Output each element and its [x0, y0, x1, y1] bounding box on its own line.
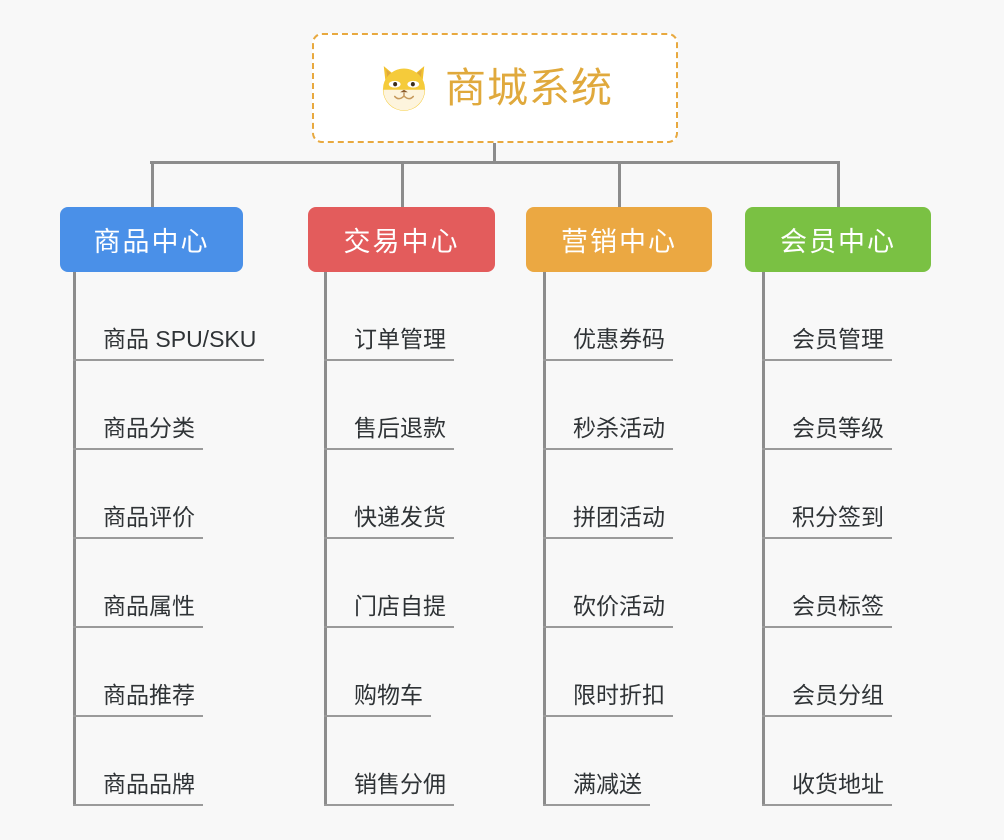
- connector-root-stem: [493, 143, 496, 164]
- leaf-item-label: 会员等级: [762, 416, 892, 450]
- leaf-item[interactable]: 商品推荐: [73, 628, 203, 717]
- leaf-item-label: 会员分组: [762, 683, 892, 717]
- leaf-item[interactable]: 积分签到: [762, 450, 892, 539]
- leaf-item[interactable]: 会员分组: [762, 628, 892, 717]
- connector-horizontal-bus: [150, 161, 838, 164]
- leaf-item[interactable]: 商品 SPU/SKU: [73, 272, 265, 361]
- leaf-item[interactable]: 会员标签: [762, 539, 892, 628]
- leaf-item-label: 门店自提: [324, 594, 454, 628]
- leaf-item[interactable]: 商品品牌: [73, 717, 203, 806]
- leaf-item-label: 砍价活动: [543, 594, 673, 628]
- category-label: 商品中心: [93, 227, 210, 257]
- leaf-item-label: 商品品牌: [73, 772, 203, 806]
- root-node[interactable]: 商城系统: [312, 33, 678, 143]
- leaf-item-label: 满减送: [543, 772, 650, 806]
- leaf-item-label: 收货地址: [762, 772, 892, 806]
- leaf-item-label: 快递发货: [324, 505, 454, 539]
- leaf-item[interactable]: 商品分类: [73, 361, 203, 450]
- connector-drop-1: [150, 161, 154, 207]
- leaf-item-label: 限时折扣: [543, 683, 673, 717]
- leaf-item[interactable]: 限时折扣: [543, 628, 673, 717]
- leaf-item-label: 优惠券码: [543, 327, 673, 361]
- root-title: 商城系统: [445, 64, 613, 111]
- connector-drop-2: [400, 161, 404, 207]
- leaf-item[interactable]: 购物车: [324, 628, 431, 717]
- leaf-item-label: 会员管理: [762, 327, 892, 361]
- leaf-item-label: 售后退款: [324, 416, 454, 450]
- leaf-item-label: 积分签到: [762, 505, 892, 539]
- leaf-item[interactable]: 拼团活动: [543, 450, 673, 539]
- leaf-item[interactable]: 会员等级: [762, 361, 892, 450]
- branch-trunk: [543, 272, 546, 806]
- category-header-member[interactable]: 会员中心: [745, 207, 931, 272]
- category-header-product[interactable]: 商品中心: [60, 207, 243, 272]
- leaf-item-label: 拼团活动: [543, 505, 673, 539]
- leaf-item-label: 会员标签: [762, 594, 892, 628]
- leaf-item[interactable]: 订单管理: [324, 272, 454, 361]
- leaf-item[interactable]: 商品评价: [73, 450, 203, 539]
- leaf-item[interactable]: 收货地址: [762, 717, 892, 806]
- leaf-item-label: 商品推荐: [73, 683, 203, 717]
- shiba-dog-icon: [382, 66, 426, 111]
- leaf-item-label: 商品属性: [73, 594, 203, 628]
- leaf-item[interactable]: 售后退款: [324, 361, 454, 450]
- leaf-item-label: 商品分类: [73, 416, 203, 450]
- leaf-item[interactable]: 砍价活动: [543, 539, 673, 628]
- connector-drop-4: [837, 161, 840, 207]
- leaf-item[interactable]: 秒杀活动: [543, 361, 673, 450]
- branch-trunk: [73, 272, 76, 806]
- branch-trunk: [762, 272, 765, 806]
- category-label: 会员中心: [780, 227, 896, 257]
- leaf-item-label: 销售分佣: [324, 772, 454, 806]
- leaf-item-label: 订单管理: [324, 327, 454, 361]
- branch-trunk: [324, 272, 327, 806]
- category-header-trade[interactable]: 交易中心: [308, 207, 495, 272]
- leaf-item[interactable]: 门店自提: [324, 539, 454, 628]
- category-label: 营销中心: [561, 227, 677, 257]
- leaf-item[interactable]: 会员管理: [762, 272, 892, 361]
- leaf-item-label: 购物车: [324, 683, 431, 717]
- category-label: 交易中心: [343, 227, 460, 257]
- leaf-item[interactable]: 优惠券码: [543, 272, 673, 361]
- leaf-item[interactable]: 满减送: [543, 717, 650, 806]
- leaf-item-label: 商品评价: [73, 505, 203, 539]
- leaf-item[interactable]: 快递发货: [324, 450, 454, 539]
- connector-drop-3: [618, 161, 621, 207]
- leaf-item[interactable]: 销售分佣: [324, 717, 454, 806]
- leaf-item[interactable]: 商品属性: [73, 539, 203, 628]
- leaf-item-label: 商品 SPU/SKU: [73, 327, 265, 361]
- leaf-item-label: 秒杀活动: [543, 416, 673, 450]
- category-header-marketing[interactable]: 营销中心: [526, 207, 712, 272]
